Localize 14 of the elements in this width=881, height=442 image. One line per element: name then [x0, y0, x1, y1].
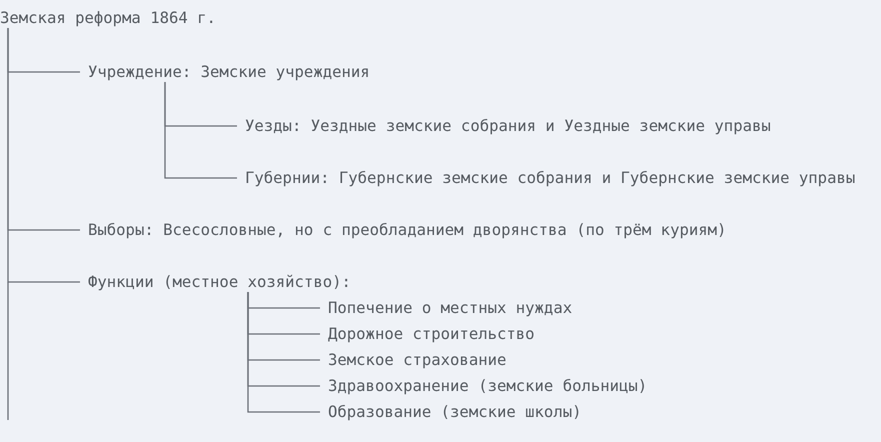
- tree-item-text: Выборы: Всесословные, но с преобладанием дворянства (по трём куриям): [88, 220, 726, 240]
- tree-item-text: Уезды: Уездные земские собрания и Уездные земские управы: [245, 116, 771, 136]
- tree-connector: [247, 292, 320, 413]
- tree-root-text: Земская реформа 1864 г.: [0, 8, 216, 28]
- tree-item-text: Попечение о местных нуждах: [328, 298, 572, 318]
- tree-item-text: Губернии: Губернские земские собрания и Губернские земские управы: [245, 168, 856, 188]
- tree-item-text: Образование (земские школы): [328, 402, 582, 422]
- tree-item-text: Дорожное строительство: [328, 324, 535, 344]
- tree-connector: [164, 82, 237, 179]
- tree-item-text: Функции (местное хозяйство):: [88, 272, 351, 292]
- tree-item-text: Учреждение: Земские учреждения: [88, 62, 370, 82]
- tree-item-text: Здравоохранение (земские больницы): [328, 376, 648, 396]
- tree-item-text: Земское страхование: [328, 350, 506, 370]
- tree-connector: [7, 28, 80, 283]
